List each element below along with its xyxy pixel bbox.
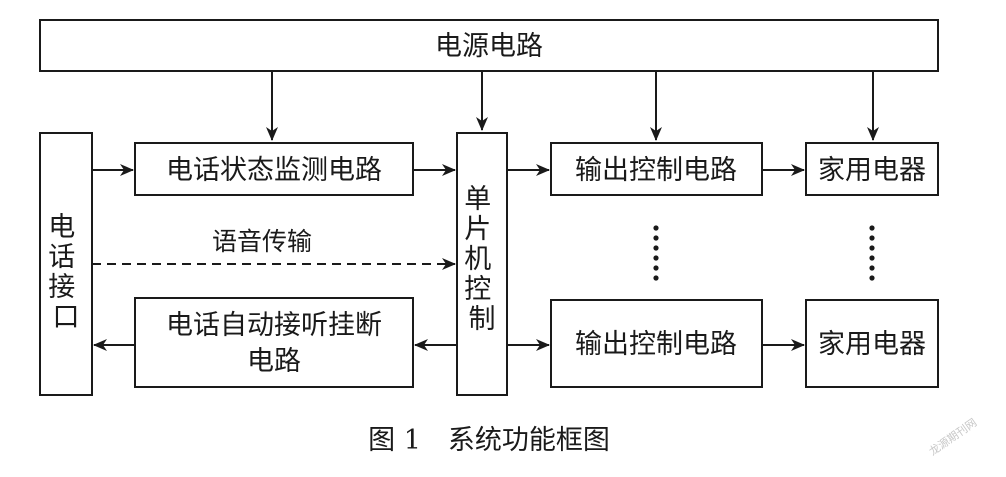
watermark: 龙源期刊网 bbox=[926, 415, 979, 458]
appliance-ellipsis bbox=[869, 225, 875, 281]
appliance-top-label: 家用电器 bbox=[818, 155, 926, 186]
appliance-bottom-node: 家用电器 bbox=[805, 299, 939, 388]
phone-interface-char-2: 话 bbox=[48, 242, 75, 273]
phone-interface-label: 电 话 接 口 bbox=[48, 212, 84, 333]
mcu-char-1: 单 bbox=[464, 184, 491, 215]
power-circuit-node: 电源电路 bbox=[39, 19, 939, 72]
phone-monitor-label: 电话状态监测电路 bbox=[166, 155, 382, 186]
auto-answer-label-line1: 电话自动接听挂断 bbox=[166, 310, 382, 341]
mcu-node: 单 片 机 控 制 bbox=[456, 132, 508, 396]
output-ellipsis bbox=[653, 225, 659, 281]
power-circuit-label: 电源电路 bbox=[435, 31, 543, 62]
phone-interface-char-4: 口 bbox=[53, 302, 80, 333]
output-control-bottom-label: 输出控制电路 bbox=[575, 329, 737, 360]
phone-interface-char-1: 电 bbox=[48, 212, 75, 243]
auto-answer-node: 电话自动接听挂断 电路 bbox=[134, 297, 414, 388]
mcu-char-4: 控 bbox=[464, 274, 491, 305]
phone-interface-char-3: 接 bbox=[48, 272, 75, 303]
mcu-char-2: 片 bbox=[464, 214, 491, 245]
auto-answer-label-line2: 电路 bbox=[247, 346, 301, 377]
mcu-label: 单 片 机 控 制 bbox=[464, 184, 500, 335]
appliance-top-node: 家用电器 bbox=[805, 142, 939, 196]
output-control-bottom-node: 输出控制电路 bbox=[550, 299, 763, 388]
phone-monitor-node: 电话状态监测电路 bbox=[134, 142, 414, 196]
appliance-bottom-label: 家用电器 bbox=[818, 329, 926, 360]
mcu-char-3: 机 bbox=[464, 244, 491, 275]
figure-caption: 图 1 系统功能框图 bbox=[368, 425, 610, 456]
output-control-top-label: 输出控制电路 bbox=[575, 155, 737, 186]
mcu-char-5: 制 bbox=[469, 304, 496, 335]
voice-transmission-label: 语音传输 bbox=[212, 227, 312, 256]
output-control-top-node: 输出控制电路 bbox=[550, 142, 763, 196]
phone-interface-node: 电 话 接 口 bbox=[39, 132, 93, 396]
